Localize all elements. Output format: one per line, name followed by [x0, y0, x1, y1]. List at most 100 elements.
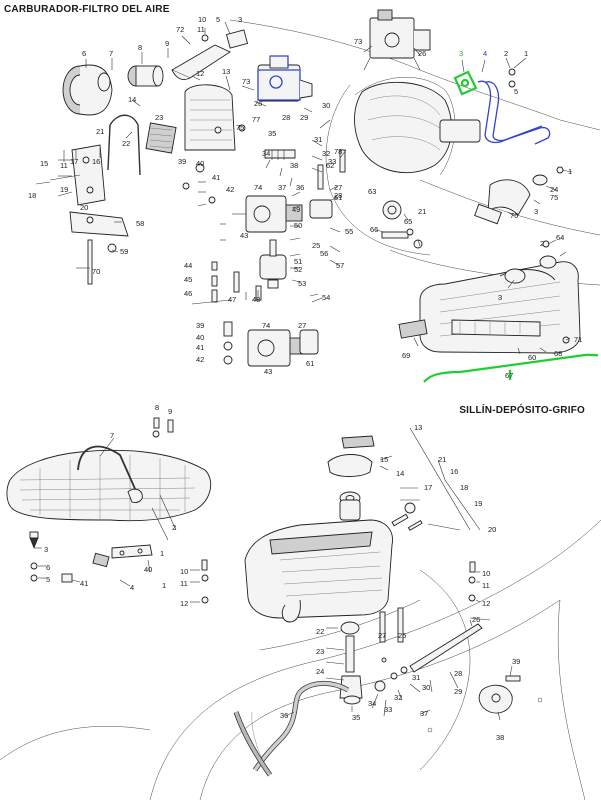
label-42b: 42	[196, 355, 204, 364]
label-b25: 25	[398, 631, 406, 640]
label-b7: 7	[110, 431, 114, 440]
label-51: 51	[294, 257, 302, 266]
label-21b: 21	[418, 207, 426, 216]
label-26: 26	[418, 49, 426, 58]
label-19: 19	[60, 185, 68, 194]
small-fasteners-top	[182, 124, 346, 204]
label-54: 54	[322, 293, 330, 302]
label-31: 31	[314, 135, 322, 144]
label-52: 52	[294, 265, 302, 274]
label-b11b: 11	[482, 581, 490, 590]
top-section-drawing: 6 7 8 9 72 10 11 5 3 12 13 14 73 26 73 2…	[28, 9, 601, 383]
label-b10a: 10	[180, 567, 188, 576]
label-b22: 22	[316, 627, 324, 636]
label-50: 50	[294, 221, 302, 230]
tap-knob	[478, 675, 521, 714]
label-53: 53	[298, 279, 306, 288]
label-b39: 39	[512, 657, 520, 666]
label-69: 69	[402, 351, 410, 360]
label-73a: 73	[354, 37, 362, 46]
bottom-part-labels: 8 9 7 2 1 3 6 5 41 40 4 1 10 11 12 13 15…	[44, 403, 520, 742]
label-1a: 1	[524, 49, 528, 58]
label-57: 57	[336, 261, 344, 270]
fuel-tank	[244, 499, 393, 623]
label-b37: 37	[420, 709, 428, 718]
label-18: 18	[28, 191, 36, 200]
section-title-seat-tank: SILLÍN-DEPÓSITO-GRIFO	[459, 405, 585, 416]
label-55: 55	[345, 227, 353, 236]
fuel-hose	[233, 681, 350, 777]
label-b5: 5	[46, 575, 50, 584]
label-b15: 15	[380, 455, 388, 464]
label-b9: 9	[168, 407, 172, 416]
label-b34: 34	[368, 699, 376, 708]
seat	[6, 445, 212, 522]
label-3c: 3	[534, 207, 538, 216]
label-6: 6	[82, 49, 86, 58]
label-b28: 28	[454, 669, 462, 678]
intake-elbow	[474, 166, 564, 225]
label-b24: 24	[316, 667, 324, 676]
label-75a: 75	[236, 123, 244, 132]
label-11: 11	[197, 25, 205, 34]
label-b40: 40	[144, 565, 152, 574]
label-5b: 5	[514, 87, 518, 96]
label-2a: 2	[504, 49, 508, 58]
label-44: 44	[184, 261, 192, 270]
label-5: 5	[216, 15, 220, 24]
label-32: 32	[322, 149, 330, 158]
air-intake-horn	[62, 64, 164, 116]
label-b29: 29	[454, 687, 462, 696]
label-77: 77	[252, 115, 260, 124]
label-b6: 6	[46, 563, 50, 572]
label-73b: 73	[242, 77, 250, 86]
muffler-highlight-line	[423, 353, 599, 383]
label-17: 17	[70, 157, 78, 166]
label-41: 41	[212, 173, 220, 182]
label-76: 76	[510, 211, 518, 220]
label-15: 15	[40, 159, 48, 168]
carburetor-assembly-mid	[232, 195, 333, 233]
label-63: 63	[368, 187, 376, 196]
label-39b: 39	[196, 321, 204, 330]
label-11b: 11	[60, 161, 68, 170]
label-14: 14	[128, 95, 136, 104]
label-74b: 74	[262, 321, 270, 330]
intake-manifold	[171, 29, 249, 81]
float-chamber	[259, 239, 287, 289]
label-b21: 21	[438, 455, 446, 464]
filter-element	[145, 122, 177, 154]
label-2b: 2	[540, 239, 544, 248]
label-3a: 3	[238, 15, 242, 24]
label-64: 64	[556, 233, 564, 242]
label-38: 38	[290, 161, 298, 170]
top-part-labels: 6 7 8 9 72 10 11 5 3 12 13 14 73 26 73 2…	[28, 15, 582, 380]
fuel-tap-assembly	[339, 607, 491, 705]
label-b17: 17	[424, 483, 432, 492]
label-20: 20	[80, 203, 88, 212]
label-b18: 18	[460, 483, 468, 492]
label-1b: 1	[568, 167, 572, 176]
label-b1a: 1	[162, 581, 166, 590]
label-13: 13	[222, 67, 230, 76]
label-3b: 3	[459, 49, 463, 58]
label-68: 68	[554, 349, 562, 358]
label-21: 21	[96, 127, 104, 136]
label-43a: 43	[240, 231, 248, 240]
label-30: 30	[322, 101, 330, 110]
label-61a: 61	[334, 193, 342, 202]
label-b30: 30	[422, 683, 430, 692]
label-b10b: 10	[482, 569, 490, 578]
label-61b: 61	[306, 359, 314, 368]
label-b27: 27	[378, 631, 386, 640]
label-b13: 13	[414, 423, 422, 432]
bottom-section-drawing: 8 9 7 2 1 3 6 5 41 40 4 1 10 11 12 13 15…	[0, 403, 601, 800]
label-7: 7	[109, 49, 113, 58]
label-b35: 35	[352, 713, 360, 722]
label-3d: 3	[498, 293, 502, 302]
label-75b: 75	[550, 193, 558, 202]
label-8: 8	[138, 43, 142, 52]
label-16: 16	[92, 157, 100, 166]
label-22: 22	[122, 139, 130, 148]
